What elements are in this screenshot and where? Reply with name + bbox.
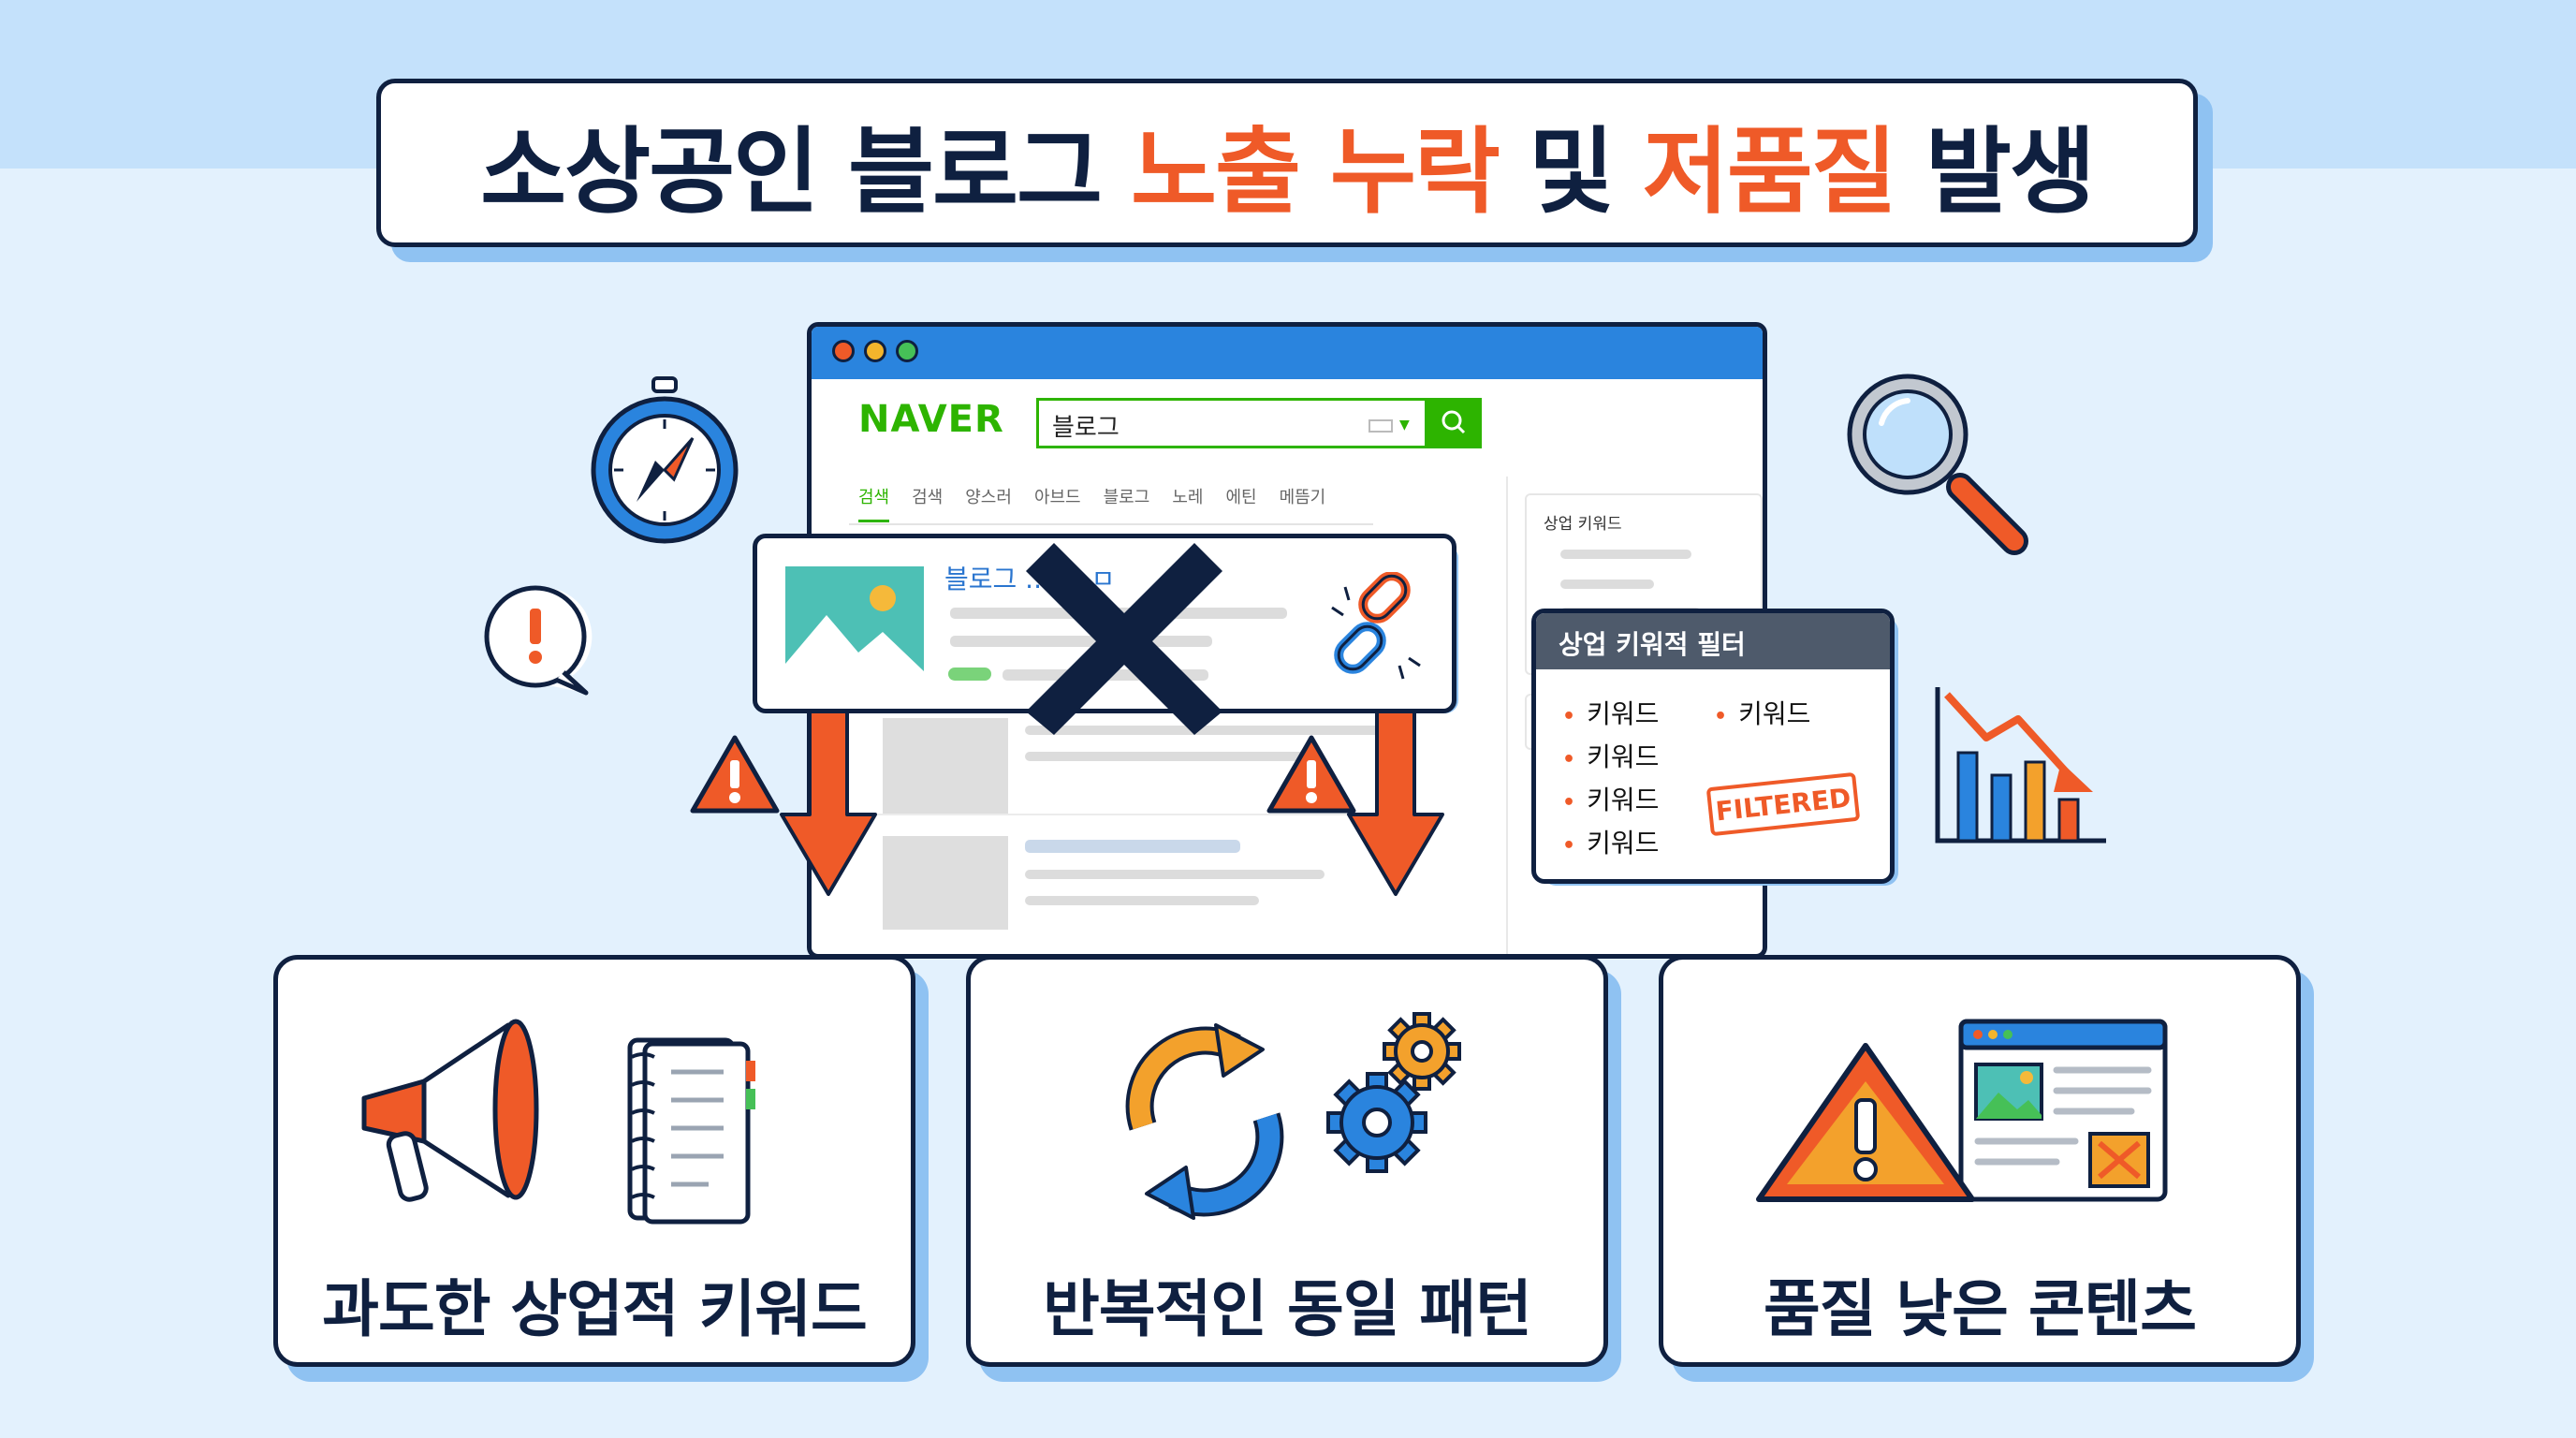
tab-4[interactable]: 블로그 — [1103, 488, 1150, 507]
warning-webpage-icon — [1756, 1019, 2168, 1202]
tab-5[interactable]: 노레 — [1172, 488, 1204, 507]
tab-0[interactable]: 검색 — [858, 484, 890, 522]
magnifier-icon — [1847, 374, 2028, 555]
warning-icon — [690, 735, 780, 814]
result-line — [1025, 870, 1325, 879]
dropdown-arrow-icon[interactable]: ▼ — [1399, 418, 1410, 433]
naver-logo[interactable]: NAVER — [858, 398, 1004, 441]
refresh-gears-icon — [1125, 1012, 1461, 1220]
result-line — [1025, 752, 1306, 761]
result-line — [1025, 726, 1381, 735]
keyword-item: •키워드 — [1562, 785, 1660, 815]
cross-icon — [1026, 543, 1222, 735]
search-button[interactable] — [1426, 398, 1482, 448]
declining-chart-icon — [1935, 687, 2106, 844]
tab-7[interactable]: 메뜸기 — [1279, 488, 1326, 507]
search-input[interactable]: 블로그 ▼ — [1036, 398, 1427, 448]
keyword-item: •키워드 — [1714, 698, 1811, 729]
tab-divider — [849, 523, 1373, 525]
title-part-5: 발생 — [1925, 116, 2096, 227]
filter-panel-title: 상업 키워적 필터 — [1559, 629, 1746, 660]
filtered-stamp: FILTERED — [1705, 771, 1861, 837]
broken-link-icon — [1331, 572, 1421, 680]
browser-title-bar — [812, 327, 1763, 379]
compass-icon — [591, 376, 739, 544]
tab-1[interactable]: 검색 — [912, 488, 944, 507]
sidebar-line — [1560, 550, 1691, 559]
keyword-filter-panel: 상업 키워적 필터 •키워드 •키워드 •키워드 •키워드 •키워드 FILTE… — [1531, 609, 1895, 884]
minimize-dot-icon[interactable] — [864, 340, 886, 362]
keyword-item: •키워드 — [1562, 698, 1660, 729]
megaphone-notebook-icon — [361, 1019, 755, 1225]
card-low-quality-content: 품질 낮은 콘텐츠 — [1659, 955, 2301, 1367]
sidebar-line — [1560, 580, 1654, 589]
arrow-down-right-icon — [1347, 712, 1444, 896]
image-placeholder-icon — [785, 566, 924, 682]
keyword-item: •키워드 — [1562, 741, 1660, 772]
arrow-down-left-icon — [780, 712, 877, 896]
card-label: 품질 낮은 콘텐츠 — [1764, 1273, 2197, 1345]
page-title: 소상공인 블로그 노출 누락 및 저품질 발생 — [376, 79, 2198, 247]
alert-bubble-icon — [484, 585, 593, 696]
result-thumbnail[interactable] — [883, 718, 1008, 815]
result-line — [1025, 896, 1259, 905]
filter-panel-header: 상업 키워적 필터 — [1536, 613, 1890, 669]
card-label: 과도한 상업적 키워드 — [322, 1273, 867, 1345]
maximize-dot-icon[interactable] — [896, 340, 918, 362]
tab-6[interactable]: 에틴 — [1225, 488, 1257, 507]
result-thumbnail[interactable] — [883, 836, 1008, 930]
result-divider — [877, 814, 1401, 815]
tab-2[interactable]: 양스러 — [965, 488, 1012, 507]
tab-3[interactable]: 아브드 — [1033, 488, 1081, 507]
title-part-2: 노출 누락 — [1131, 116, 1500, 227]
result-title-line[interactable] — [1025, 840, 1240, 853]
keyword-item: •키워드 — [1562, 828, 1660, 858]
sidebar — [1506, 477, 1761, 954]
warning-icon — [1266, 735, 1356, 814]
title-part-3: 및 — [1528, 116, 1615, 227]
card-repetitive-pattern: 반복적인 동일 패턴 — [966, 955, 1608, 1367]
search-icon — [1442, 410, 1466, 434]
card-commercial-keywords: 과도한 상업적 키워드 — [273, 955, 915, 1367]
keyboard-icon[interactable] — [1368, 419, 1393, 433]
card-label: 반복적인 동일 패턴 — [1043, 1273, 1532, 1345]
title-part-4: 저품질 — [1642, 116, 1897, 227]
search-query: 블로그 — [1052, 414, 1120, 442]
sidebar-heading: 상업 키워드 — [1544, 515, 1622, 534]
search-tabs: 검색 검색 양스러 아브드 블로그 노레 에틴 메뜸기 — [858, 484, 1325, 522]
title-part-1: 소상공인 블로그 — [480, 116, 1103, 227]
close-dot-icon[interactable] — [832, 340, 855, 362]
result-card-tag — [948, 668, 991, 681]
result-card[interactable]: 블로그 ... 로 ㅁ — [753, 534, 1456, 713]
